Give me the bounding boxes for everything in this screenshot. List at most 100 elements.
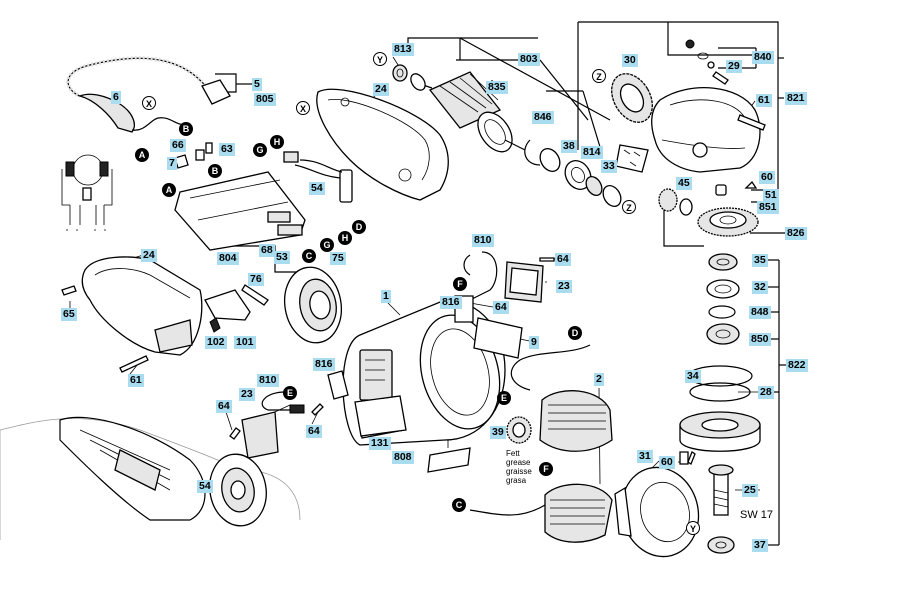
part-label: 9 xyxy=(529,336,539,349)
lever-101 xyxy=(204,284,269,333)
part-label: 803 xyxy=(518,53,540,66)
part-label: 101 xyxy=(234,336,256,349)
wrench-size-text: SW 17 xyxy=(740,509,774,521)
marker-z: Z xyxy=(592,69,606,83)
part-label: 68 xyxy=(259,244,275,257)
part-label: 813 xyxy=(392,43,414,56)
marker-a: A xyxy=(135,148,149,162)
part-label: 805 xyxy=(254,93,276,106)
screws xyxy=(61,257,696,465)
part-label: 821 xyxy=(785,92,807,105)
marker-h: H xyxy=(270,135,284,149)
part-label: 810 xyxy=(472,234,494,247)
part-label: 66 xyxy=(170,139,186,152)
switch-assembly xyxy=(174,142,306,251)
part-label: 54 xyxy=(197,480,213,493)
part-label: 53 xyxy=(274,251,290,264)
marker-a: A xyxy=(162,183,176,197)
marker-c: C xyxy=(302,249,316,263)
grease-808 xyxy=(427,440,471,473)
part-label: 131 xyxy=(369,437,391,450)
marker-x: X xyxy=(296,101,310,115)
part-label: 39 xyxy=(490,426,506,439)
power-cord xyxy=(66,56,231,133)
grease-line: Fett xyxy=(506,449,520,458)
assembled-view xyxy=(0,416,301,540)
part-label: 35 xyxy=(752,254,768,267)
part-label: 848 xyxy=(749,306,771,319)
part-label: 5 xyxy=(252,78,262,91)
part-label: 7 xyxy=(167,157,177,170)
armature xyxy=(410,71,526,153)
gear-head xyxy=(611,39,766,173)
grease-line: grasa xyxy=(506,476,527,485)
part-label: 76 xyxy=(248,273,264,286)
part-label: 34 xyxy=(685,370,701,383)
part-label: 804 xyxy=(217,252,239,265)
part-label: 31 xyxy=(637,450,653,463)
part-label: 37 xyxy=(752,539,768,552)
part-label: 65 xyxy=(61,308,77,321)
part-label: 29 xyxy=(726,60,742,73)
part-label: 64 xyxy=(216,400,232,413)
part-label: 28 xyxy=(758,386,774,399)
grease-line: graisse xyxy=(506,467,532,476)
part-label: 33 xyxy=(601,160,617,173)
part-label: 816 xyxy=(440,296,462,309)
housing-half xyxy=(316,88,449,201)
part-label: 24 xyxy=(141,249,157,262)
part-label: 54 xyxy=(309,182,325,195)
part-label: 835 xyxy=(486,81,508,94)
part-label: 61 xyxy=(128,374,144,387)
part-label: 60 xyxy=(659,456,675,469)
marker-y: Y xyxy=(373,52,387,66)
marker-b: B xyxy=(179,122,193,136)
part-label: 1 xyxy=(381,290,391,303)
part-label: 32 xyxy=(752,281,768,294)
part-label: 851 xyxy=(757,201,779,214)
grease-note: Fett grease graisse grasa xyxy=(506,449,532,485)
marker-h: H xyxy=(338,231,352,245)
part-label: 814 xyxy=(581,146,603,159)
part-label: 24 xyxy=(373,83,389,96)
rings-top xyxy=(392,64,622,207)
part-label: 2 xyxy=(594,373,604,386)
part-label: 61 xyxy=(756,94,772,107)
part-label: 826 xyxy=(785,227,807,240)
part-label: 822 xyxy=(786,359,808,372)
gears-826 xyxy=(658,180,759,237)
marker-c: C xyxy=(452,498,466,512)
grease-line: grease xyxy=(506,458,531,467)
marker-e: E xyxy=(497,391,511,405)
marker-f: F xyxy=(453,277,467,291)
part-label: 25 xyxy=(742,484,758,497)
part-label: 23 xyxy=(556,280,572,293)
spindle-stack xyxy=(679,253,761,554)
fan-ring xyxy=(283,266,343,344)
part-label: 846 xyxy=(532,111,554,124)
part-label: 63 xyxy=(219,143,235,156)
marker-g: G xyxy=(253,143,267,157)
field-coils xyxy=(469,344,613,543)
parts-810-816-lower xyxy=(241,370,407,459)
parts-810-816 xyxy=(454,251,544,359)
end-shield-31 xyxy=(614,466,700,558)
part-label: 75 xyxy=(330,252,346,265)
part-label: 60 xyxy=(759,171,775,184)
part-label: 6 xyxy=(111,91,121,104)
bearing-39 xyxy=(506,416,532,444)
part-label: 23 xyxy=(239,388,255,401)
marker-e: E xyxy=(283,386,297,400)
part-label: 808 xyxy=(392,451,414,464)
marker-y: Y xyxy=(686,521,700,535)
part-label: 840 xyxy=(752,51,774,64)
rear-handle xyxy=(81,256,203,356)
part-label: 64 xyxy=(555,253,571,266)
part-label: 64 xyxy=(493,301,509,314)
part-label: 51 xyxy=(763,189,779,202)
marker-x: X xyxy=(142,96,156,110)
marker-d: D xyxy=(352,220,366,234)
marker-b: B xyxy=(208,164,222,178)
wiring-schematic xyxy=(61,154,113,231)
